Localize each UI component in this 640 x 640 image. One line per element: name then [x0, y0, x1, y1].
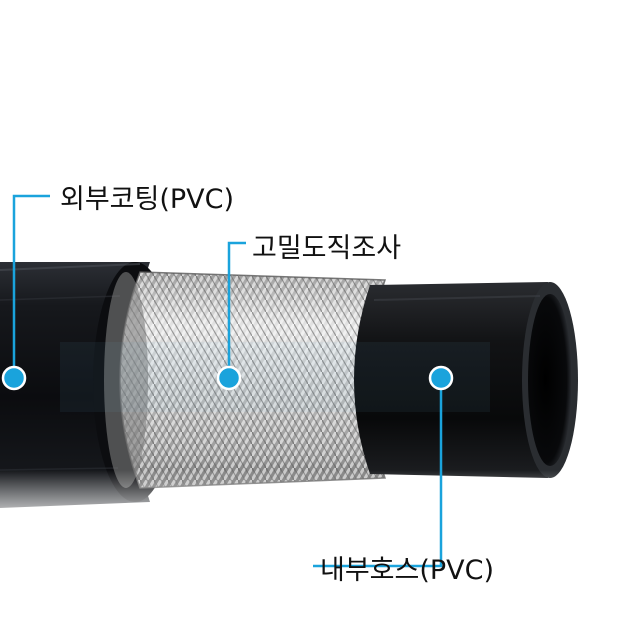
braid-leader	[227, 241, 246, 376]
braid-dot-icon	[216, 365, 242, 391]
inner-hose-leader	[313, 376, 443, 568]
inner-hose-dot-icon	[428, 365, 454, 391]
outer-coating-leader	[12, 194, 50, 376]
outer-coating-dot-icon	[1, 365, 27, 391]
callout-lines	[12, 194, 443, 568]
watermark	[60, 342, 490, 412]
floor-fade	[0, 470, 640, 530]
inner-hose-label: 내부호스(PVC)	[320, 555, 495, 586]
callout-markers	[1, 365, 454, 391]
braid-label: 고밀도직조사	[252, 233, 402, 264]
outer-coating-label: 외부코팅(PVC)	[60, 184, 235, 215]
braid-layer	[104, 271, 387, 489]
